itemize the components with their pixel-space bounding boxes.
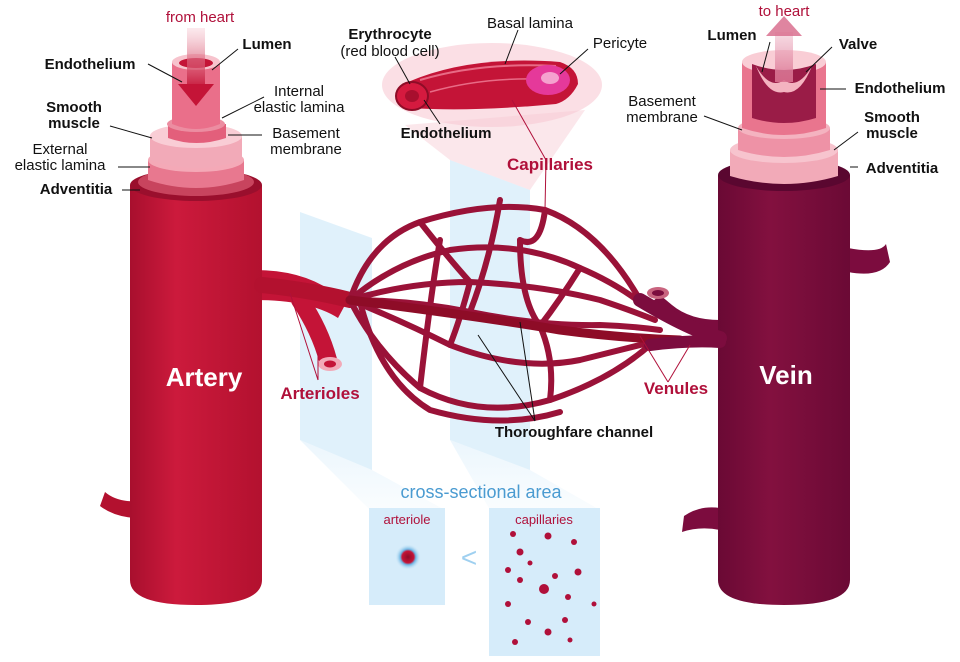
artery-trunk bbox=[130, 185, 262, 605]
capillary-projection-beam bbox=[450, 440, 600, 510]
pericyte-nucleus bbox=[541, 72, 559, 84]
capillaries-section-label: capillaries bbox=[515, 512, 573, 527]
artery-external-label-2: elastic lamina bbox=[15, 157, 107, 174]
artery-endothelium-label: Endothelium bbox=[45, 56, 136, 73]
projection-panels bbox=[300, 110, 600, 510]
vein-lumen-label: Lumen bbox=[707, 27, 756, 44]
vein-branch-lumen bbox=[652, 290, 664, 296]
venules-label: Venules bbox=[644, 379, 708, 398]
capillary-labels: Erythrocyte (red blood cell) Basal lamin… bbox=[340, 15, 647, 174]
vein-upper-branch bbox=[848, 244, 890, 274]
vein-lumen bbox=[752, 64, 816, 123]
arteriole-section-label: arteriole bbox=[384, 512, 431, 527]
basal-lamina-label: Basal lamina bbox=[487, 15, 574, 32]
artery-flow-label: from heart bbox=[166, 9, 235, 26]
cross-section-title: cross-sectional area bbox=[400, 482, 562, 502]
arteriole-slice-panel bbox=[300, 212, 372, 470]
vein-title: Vein bbox=[759, 360, 812, 390]
vein-group: Vein to heart bbox=[647, 3, 890, 605]
artery-title: Artery bbox=[166, 362, 243, 392]
artery-basement-label-2: membrane bbox=[270, 141, 342, 158]
artery-smooth-muscle-label-2: muscle bbox=[48, 115, 100, 132]
artery-basement-label-1: Basement bbox=[272, 125, 340, 142]
arteriole-stub bbox=[291, 291, 337, 369]
pericyte-label: Pericyte bbox=[593, 35, 647, 52]
leader-lines bbox=[109, 29, 859, 422]
artery-adventitia-label: Adventitia bbox=[40, 181, 113, 198]
vein-flow-label: to heart bbox=[759, 3, 811, 20]
vein-basement-label-2: membrane bbox=[626, 109, 698, 126]
venule-lower bbox=[644, 335, 726, 351]
artery-group: Artery from heart bbox=[100, 9, 345, 605]
capillary-basal-lamina bbox=[419, 64, 557, 81]
capillaries-section-dots bbox=[505, 531, 597, 645]
capillary-zoom-beam bbox=[405, 110, 585, 190]
vein-valve bbox=[756, 66, 812, 93]
arteriole-lumen bbox=[324, 360, 336, 368]
capillaries-section-panel bbox=[489, 508, 600, 656]
vein-basement-label-1: Basement bbox=[628, 93, 696, 110]
vein-trunk bbox=[718, 175, 850, 605]
cross-section-inset: cross-sectional area arteriole < capilla… bbox=[369, 482, 600, 656]
artery-lumen-label: Lumen bbox=[242, 36, 291, 53]
artery-labels: Endothelium Lumen Internal elastic lamin… bbox=[15, 36, 346, 198]
thoroughfare-channel bbox=[345, 295, 685, 345]
capillary-endothelium-label: Endothelium bbox=[401, 125, 492, 142]
artery-smooth-muscle-label-1: Smooth bbox=[46, 99, 102, 116]
artery-internal-label-1: Internal bbox=[274, 83, 324, 100]
vein-labels: Lumen Valve Endothelium Basement membran… bbox=[626, 27, 945, 177]
arteriole-trunk bbox=[254, 277, 358, 308]
capillaries-label: Capillaries bbox=[507, 155, 593, 174]
vein-flow-arrow-head bbox=[766, 16, 802, 36]
capillary-closeup bbox=[382, 43, 602, 127]
vein-smooth-muscle-label-1: Smooth bbox=[864, 109, 920, 126]
vein-endothelium-label: Endothelium bbox=[855, 80, 946, 97]
vein-flow-arrow-shaft bbox=[775, 32, 793, 82]
arteriole-section-dot bbox=[395, 544, 421, 570]
capillary-vessels bbox=[347, 197, 663, 424]
thoroughfare-channel-label: Thoroughfare channel bbox=[495, 424, 653, 441]
network-labels: Arterioles Venules Thoroughfare channel bbox=[280, 379, 708, 441]
vein-valve-label: Valve bbox=[839, 36, 877, 53]
vein-lower-branch bbox=[682, 507, 720, 532]
artery-flow-arrow-head bbox=[178, 84, 214, 106]
erythrocyte-center bbox=[405, 90, 419, 102]
vein-smooth-muscle-label-2: muscle bbox=[866, 125, 918, 142]
vein-adventitia-label: Adventitia bbox=[866, 160, 939, 177]
artery-external-label-1: External bbox=[32, 141, 87, 158]
erythrocyte-label: Erythrocyte bbox=[348, 26, 431, 43]
artery-internal-label-2: elastic lamina bbox=[254, 99, 346, 116]
cross-section-comparator: < bbox=[461, 542, 477, 573]
artery-flow-arrow-shaft bbox=[187, 28, 205, 88]
capillary-network bbox=[254, 197, 727, 424]
arteriole-projection-beam bbox=[300, 440, 445, 510]
erythrocyte-sublabel: (red blood cell) bbox=[340, 43, 439, 60]
arterioles-label: Arterioles bbox=[280, 384, 359, 403]
